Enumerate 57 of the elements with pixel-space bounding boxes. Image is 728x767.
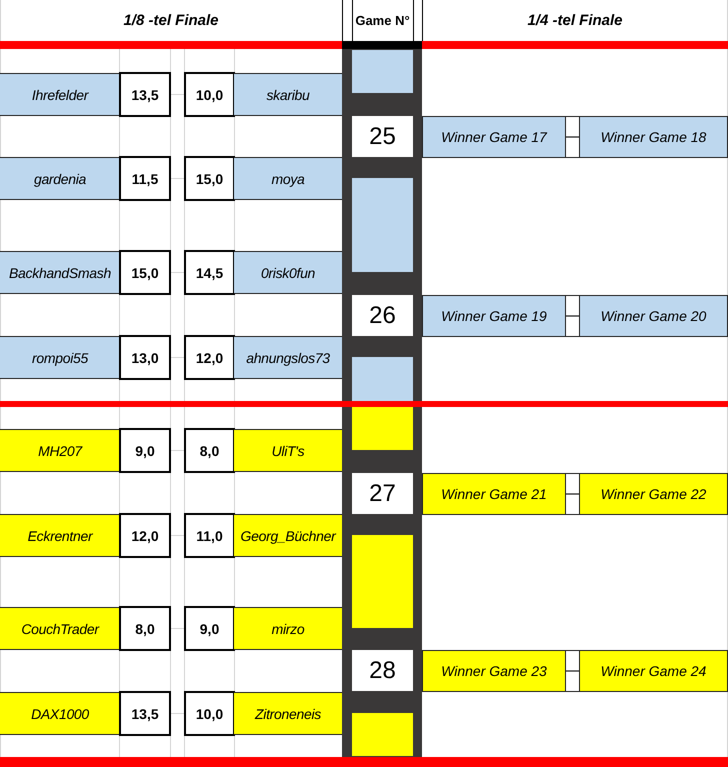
score-cell: 13,5 (119, 691, 171, 736)
score-cell: 14,5 (184, 250, 235, 295)
connector-line (566, 493, 579, 495)
player-name-cell: Eckrentner (0, 514, 120, 557)
score-cell: 9,0 (119, 428, 171, 473)
player-name-cell: Georg_Büchner (234, 514, 342, 557)
player-name-cell: moya (234, 157, 342, 200)
column-heading: Game N° (355, 12, 410, 28)
winner-cell: Winner Game 23 (422, 650, 566, 692)
score-cell: 10,0 (184, 691, 235, 736)
filler-box (352, 178, 413, 272)
player-name-cell: Ihrefelder (0, 73, 120, 116)
score-cell: 8,0 (119, 606, 171, 651)
connector-line (566, 136, 579, 138)
score-cell: 12,0 (184, 335, 235, 380)
connector-line (566, 670, 579, 672)
player-name-cell: skaribu (234, 73, 342, 116)
winner-cell: Winner Game 21 (422, 473, 566, 515)
player-name-cell: MH207 (0, 429, 120, 472)
game-number: 26 (352, 295, 413, 336)
player-name-cell: gardenia (0, 157, 120, 200)
connector-line (566, 315, 579, 317)
player-name-cell: ahnungslos73 (234, 336, 342, 379)
player-name-cell: UliT's (234, 429, 342, 472)
player-name-cell: Zitroneneis (234, 692, 342, 735)
game-number: 27 (352, 473, 413, 514)
winner-cell: Winner Game 22 (579, 473, 728, 515)
score-cell: 11,0 (184, 513, 235, 558)
score-cell: 13,0 (119, 335, 171, 380)
score-cell: 13,5 (119, 72, 171, 117)
score-cell: 8,0 (184, 428, 235, 473)
score-cell: 11,5 (119, 156, 171, 201)
score-cell: 15,0 (184, 156, 235, 201)
filler-box (352, 50, 413, 93)
round-heading: 1/4 -tel Finale (527, 12, 623, 28)
score-cell: 10,0 (184, 72, 235, 117)
player-name-cell: DAX1000 (0, 692, 120, 735)
round-heading: 1/8 -tel Finale (123, 12, 219, 28)
filler-box (352, 407, 413, 450)
winner-cell: Winner Game 24 (579, 650, 728, 692)
filler-box (352, 357, 413, 401)
player-name-cell: CouchTrader (0, 607, 120, 650)
winner-cell: Winner Game 17 (422, 116, 566, 158)
score-cell: 9,0 (184, 606, 235, 651)
winner-cell: Winner Game 18 (579, 116, 728, 158)
score-cell: 15,0 (119, 250, 171, 295)
player-name-cell: mirzo (234, 607, 342, 650)
player-name-cell: 0risk0fun (234, 251, 342, 294)
filler-box (352, 535, 413, 628)
winner-cell: Winner Game 19 (422, 295, 566, 337)
player-name-cell: BackhandSmash (0, 251, 120, 294)
winner-cell: Winner Game 20 (579, 295, 728, 337)
score-cell: 12,0 (119, 513, 171, 558)
game-number: 25 (352, 116, 413, 157)
game-number: 28 (352, 650, 413, 691)
filler-box (352, 713, 413, 756)
player-name-cell: rompoi55 (0, 336, 120, 379)
